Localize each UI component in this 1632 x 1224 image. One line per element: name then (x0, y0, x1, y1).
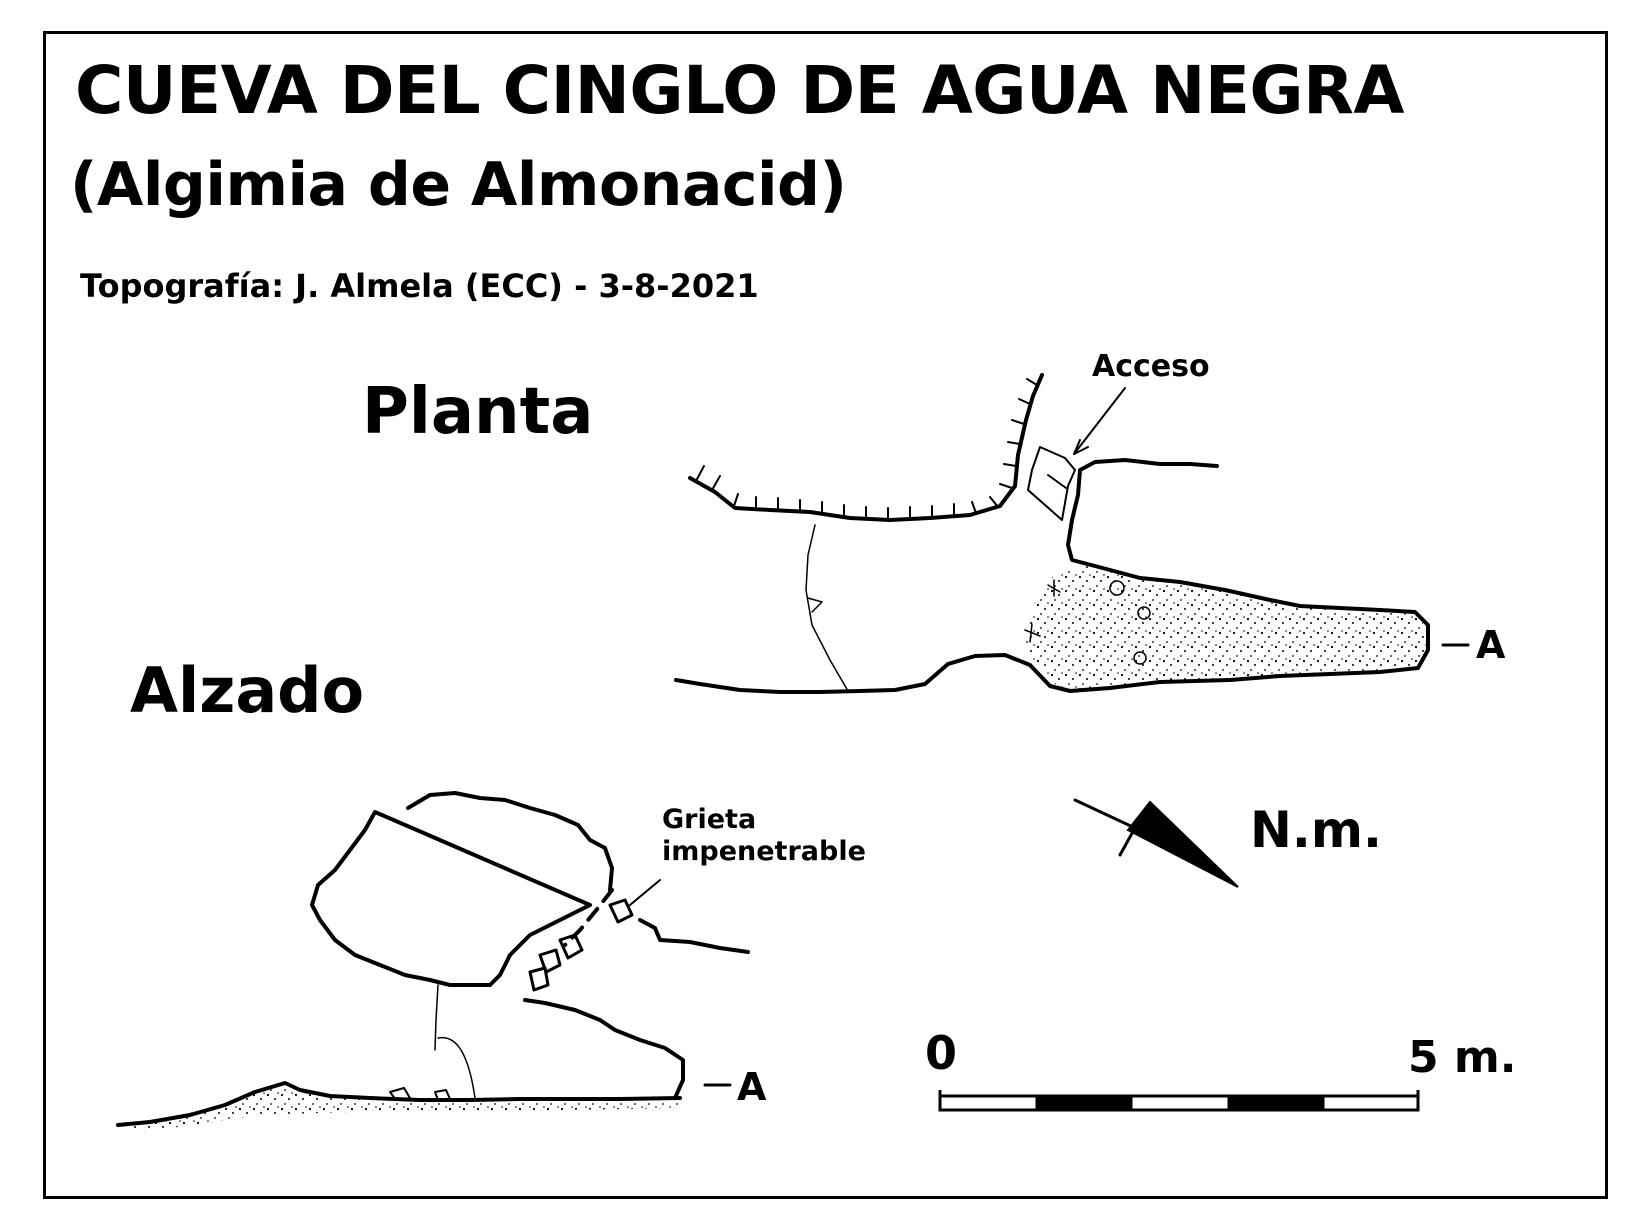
plan-view-label: Planta (362, 375, 594, 449)
elevation-chamber-outline (310, 791, 614, 987)
elevation-section-mark: A (737, 1065, 767, 1109)
plan-upper-wall (674, 458, 1430, 694)
access-leader-line (1073, 387, 1126, 455)
survey-credits: Topografía: J. Almela (ECC) - 3-8-2021 (80, 267, 759, 305)
elevation-floor-blocks (389, 1087, 451, 1101)
scale-segment (1035, 1095, 1133, 1111)
access-label: Acceso (1092, 349, 1210, 384)
north-label: N.m. (1250, 801, 1382, 859)
elevation-ground-line (116, 1081, 682, 1127)
crack-label-line1: Grieta (662, 804, 757, 835)
plan-section-mark: A (1476, 623, 1506, 667)
crack-label-line2: impenetrable (662, 836, 866, 867)
elevation-drip-line (434, 984, 439, 1051)
crack-leader-line (629, 879, 661, 906)
plan-cliff-edge (688, 373, 1044, 522)
elevation-passage-wall (638, 918, 750, 954)
plan-blocks (1024, 579, 1151, 665)
scale-start-label: 0 (925, 1026, 958, 1080)
map-title: CUEVA DEL CINGLO DE AGUA NEGRA (75, 52, 1404, 129)
scale-bar (938, 1090, 1420, 1112)
elevation-crack-blocks (528, 898, 634, 992)
map-frame (43, 31, 1608, 1199)
elevation-view-label: Alzado (130, 654, 365, 727)
elevation-lower-wall (523, 998, 685, 1100)
scale-end-label: 5 m. (1408, 1032, 1517, 1083)
elevation-ground-sediment (120, 1083, 680, 1132)
north-arrow-icon (1073, 798, 1239, 888)
plan-cliff-hachures (695, 378, 1038, 521)
elevation-view (116, 791, 750, 1132)
plan-drip-line (805, 524, 849, 692)
plan-access-rock (1027, 446, 1076, 521)
elevation-crack-dashed (563, 888, 614, 947)
map-subtitle: (Algimia de Almonacid) (70, 150, 847, 220)
scale-segment (1227, 1095, 1325, 1111)
plan-view (674, 373, 1470, 694)
plan-sediment-floor (1025, 565, 1428, 690)
